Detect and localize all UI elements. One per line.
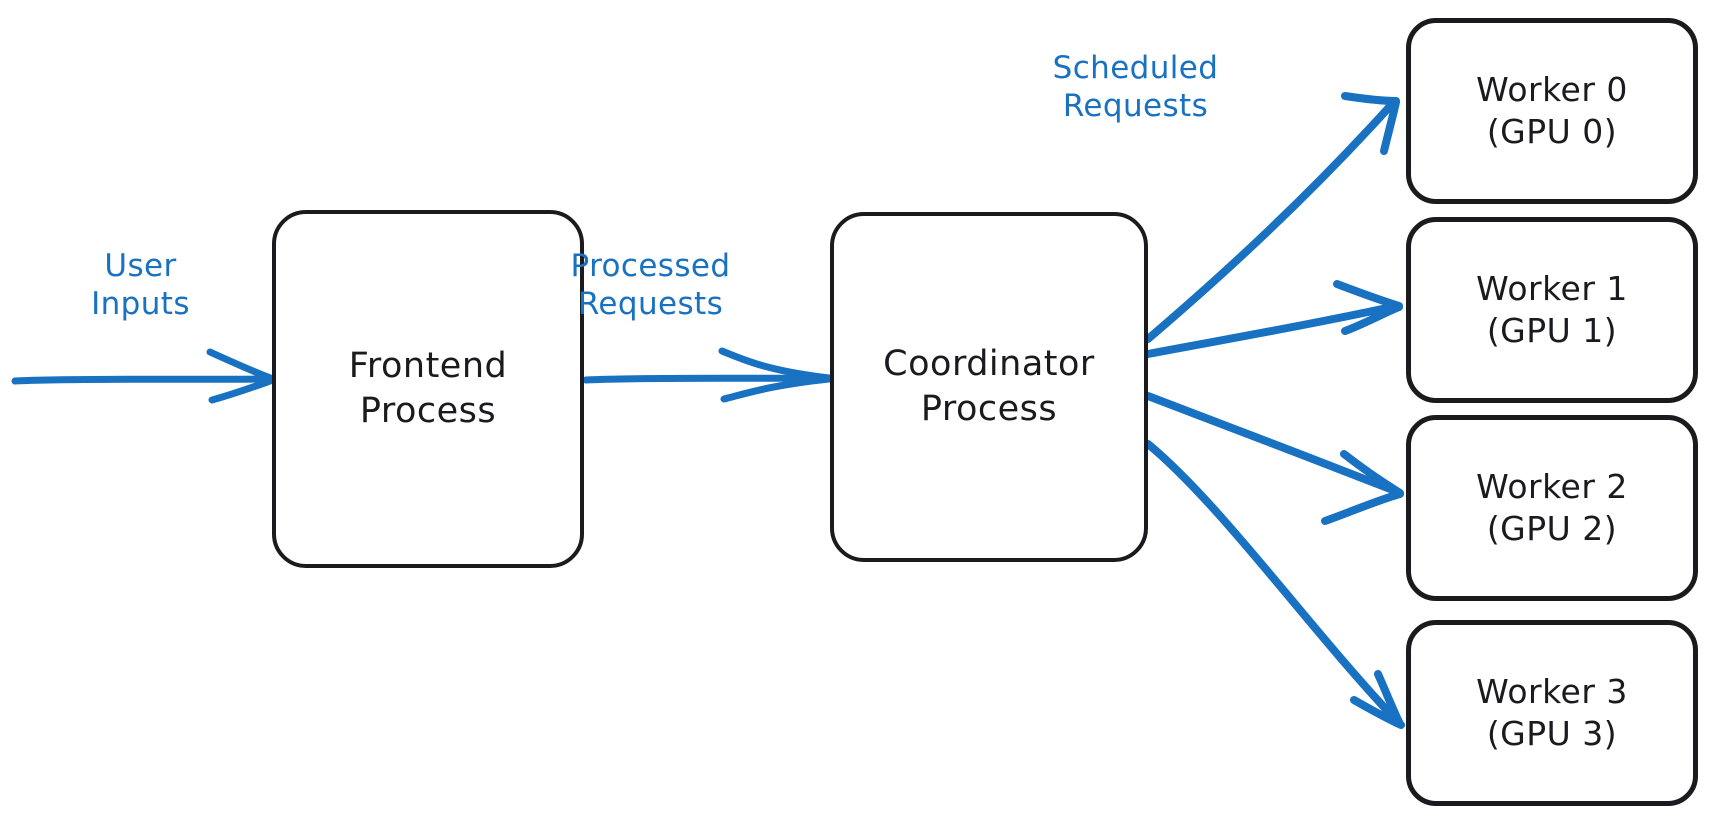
node-worker-0-line-2: (GPU 0) — [1486, 112, 1618, 151]
node-coordinator-process[interactable]: Coordinator Process — [830, 212, 1148, 562]
edge-label-processed-requests-line-2: Requests — [577, 285, 724, 322]
node-worker-2-line-1: Worker 2 — [1476, 466, 1628, 506]
node-worker-3-line-2: (GPU 3) — [1486, 714, 1618, 753]
node-worker-0[interactable]: Worker 0 (GPU 0) — [1406, 18, 1698, 204]
edge-label-scheduled-requests-line-1: Scheduled — [1052, 50, 1219, 86]
node-coordinator-line-1: Coordinator — [883, 344, 1095, 385]
node-worker-3[interactable]: Worker 3 (GPU 3) — [1406, 620, 1698, 806]
edge-label-user-inputs-line-1: User — [104, 248, 177, 284]
edge-label-scheduled-requests: Scheduled Requests — [1043, 50, 1228, 126]
arrow-frontend-to-coordinator — [582, 347, 833, 403]
edge-label-processed-requests: Processed Requests — [553, 248, 748, 324]
node-worker-2[interactable]: Worker 2 (GPU 2) — [1406, 415, 1698, 601]
arrow-coordinator-to-worker3 — [1144, 440, 1405, 729]
edge-label-scheduled-requests-line-2: Requests — [1062, 87, 1209, 124]
node-frontend-line-1: Frontend — [348, 346, 508, 387]
node-worker-3-line-1: Worker 3 — [1476, 671, 1628, 711]
arrow-coordinator-to-worker0 — [1144, 92, 1400, 343]
node-worker-1-line-2: (GPU 1) — [1486, 311, 1618, 350]
edge-label-user-inputs-line-2: Inputs — [91, 285, 190, 322]
node-frontend-process[interactable]: Frontend Process — [272, 210, 584, 568]
node-worker-1-line-1: Worker 1 — [1476, 268, 1628, 308]
node-coordinator-line-2: Process — [920, 389, 1058, 429]
node-worker-1[interactable]: Worker 1 (GPU 1) — [1406, 217, 1698, 403]
node-frontend-line-2: Process — [359, 391, 497, 431]
arrow-coordinator-to-worker1 — [1144, 280, 1403, 358]
edge-label-processed-requests-line-1: Processed — [570, 248, 731, 284]
node-worker-0-line-1: Worker 0 — [1476, 69, 1628, 109]
arrow-coordinator-to-worker2 — [1144, 392, 1404, 525]
edge-label-user-inputs: User Inputs — [58, 248, 223, 324]
arrow-user-to-frontend — [11, 348, 277, 404]
node-worker-2-line-2: (GPU 2) — [1486, 509, 1618, 548]
